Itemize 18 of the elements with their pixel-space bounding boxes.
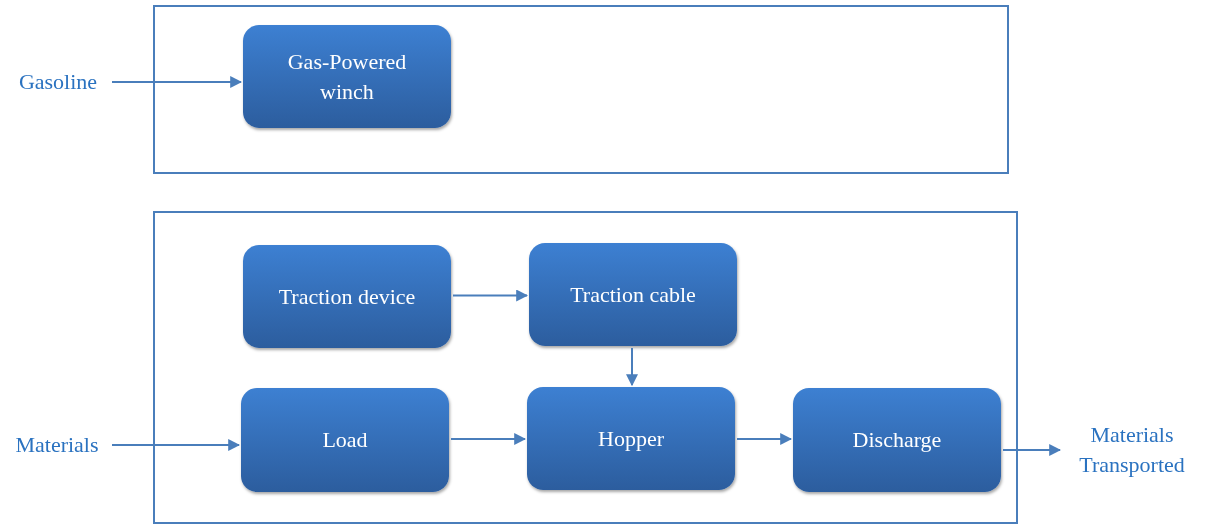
group-frame — [153, 5, 1009, 174]
flow-label: Materials Transported — [1062, 420, 1202, 480]
group-frame — [153, 211, 1018, 524]
process-box: Traction cable — [529, 243, 737, 346]
arrow — [1002, 444, 1062, 456]
process-box: Gas-Powered winch — [243, 25, 451, 128]
arrow — [450, 433, 527, 445]
arrow — [736, 433, 793, 445]
arrow — [111, 439, 241, 451]
process-box: Traction device — [243, 245, 451, 348]
arrow — [452, 289, 529, 302]
flow-label: Gasoline — [6, 66, 110, 98]
arrow — [626, 347, 638, 387]
process-box: Hopper — [527, 387, 735, 490]
process-box: Load — [241, 388, 449, 492]
arrow — [111, 76, 243, 88]
flow-label: Materials — [4, 429, 110, 461]
process-box: Discharge — [793, 388, 1001, 492]
